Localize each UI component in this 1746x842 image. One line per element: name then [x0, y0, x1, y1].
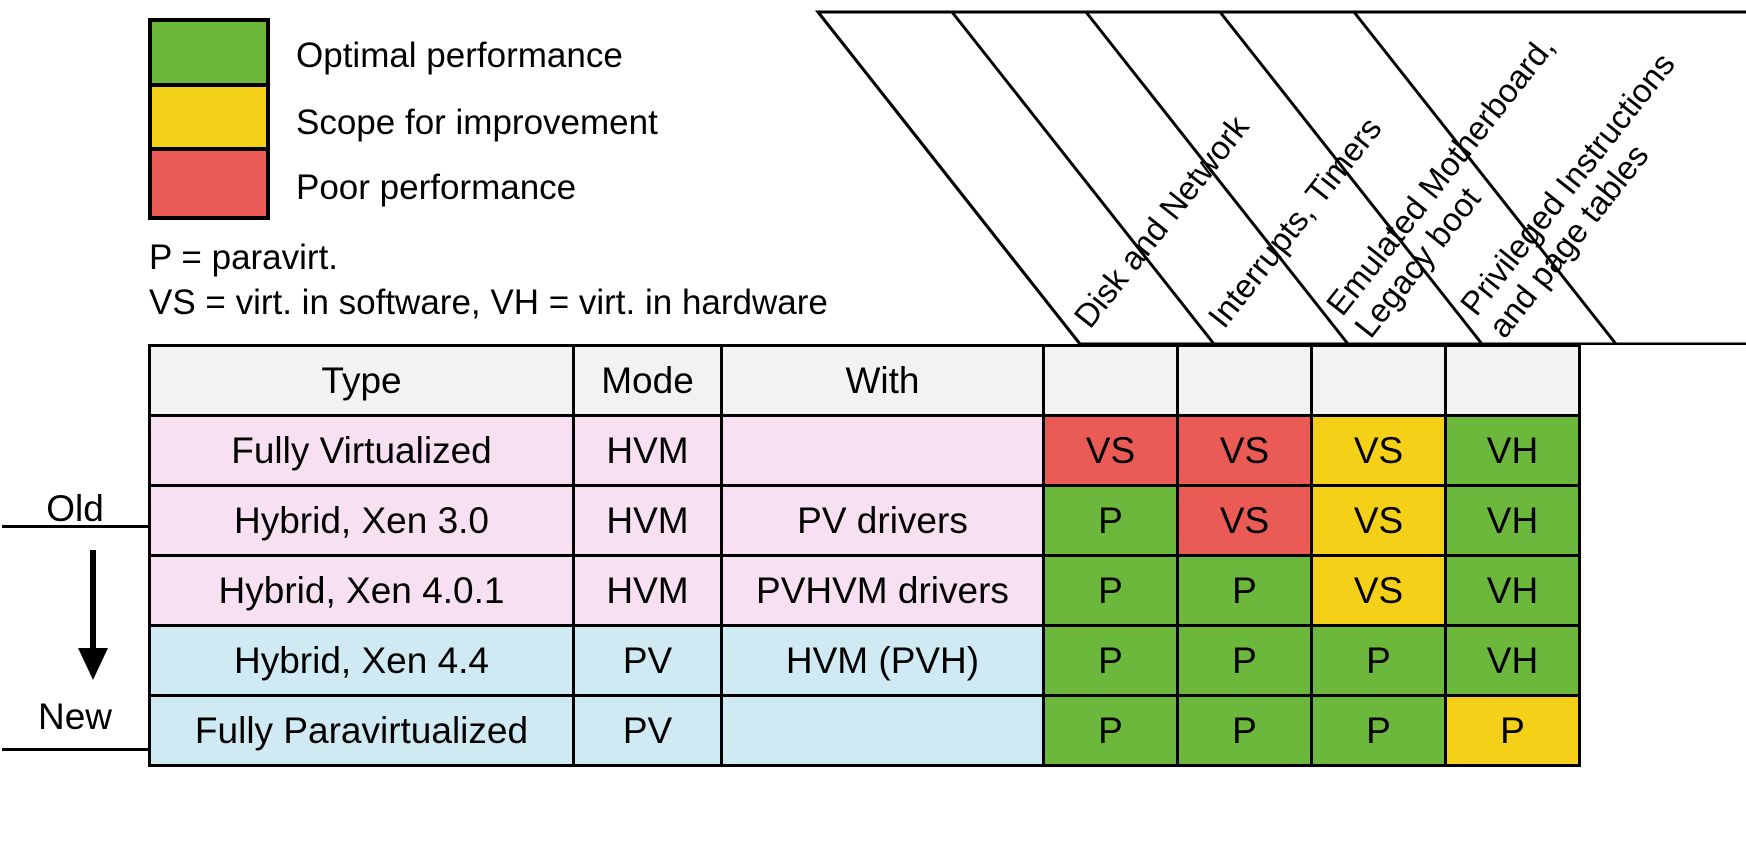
- header-cell-metric-3: [1310, 344, 1447, 417]
- down-arrow-icon: [78, 550, 108, 680]
- timeline-rule-bottom: [2, 748, 150, 751]
- cell-mode: PV: [572, 624, 723, 697]
- key-line-virt: VS = virt. in software, VH = virt. in ha…: [149, 282, 828, 322]
- cell-with: PVHVM drivers: [720, 554, 1045, 627]
- header-cell-mode: Mode: [572, 344, 723, 417]
- cell-metric-1: VS: [1042, 414, 1179, 487]
- cell-metric-1: P: [1042, 694, 1179, 767]
- table-row: Fully Paravirtualized PV P P P P: [148, 694, 1581, 767]
- legend-swatch-poor: [152, 151, 266, 216]
- cell-with: [720, 414, 1045, 487]
- cell-with: PV drivers: [720, 484, 1045, 557]
- cell-mode: HVM: [572, 484, 723, 557]
- table-row: Fully Virtualized HVM VS VS VS VH: [148, 414, 1581, 487]
- header-cell-metric-1: [1042, 344, 1179, 417]
- cell-metric-1: P: [1042, 554, 1179, 627]
- cell-metric-4: VH: [1444, 484, 1581, 557]
- table-row: Hybrid, Xen 3.0 HVM PV drivers P VS VS V…: [148, 484, 1581, 557]
- header-cell-with: With: [720, 344, 1045, 417]
- cell-metric-3: VS: [1310, 484, 1447, 557]
- cell-mode: HVM: [572, 414, 723, 487]
- table-row: Hybrid, Xen 4.0.1 HVM PVHVM drivers P P …: [148, 554, 1581, 627]
- table-row: Hybrid, Xen 4.4 PV HVM (PVH) P P P VH: [148, 624, 1581, 697]
- header-cell-type: Type: [148, 344, 575, 417]
- legend-label-optimal: Optimal performance: [296, 36, 623, 75]
- cell-metric-4: VH: [1444, 554, 1581, 627]
- key-line-paravirt: P = paravirt.: [149, 238, 339, 277]
- cell-type: Hybrid, Xen 3.0: [148, 484, 575, 557]
- legend-label-poor: Poor performance: [296, 168, 577, 207]
- legend-swatch-optimal: [152, 22, 266, 87]
- diagonal-header-3-line-2: Legacy boot: [1347, 180, 1487, 344]
- cell-metric-3: VS: [1310, 554, 1447, 627]
- cell-metric-4: VH: [1444, 414, 1581, 487]
- diagonal-header-4-line-1: Privileged Instructions: [1453, 46, 1682, 322]
- header-cell-metric-2: [1176, 344, 1313, 417]
- cell-mode: PV: [572, 694, 723, 767]
- cell-metric-1: P: [1042, 624, 1179, 697]
- timeline-label-old: Old: [46, 488, 104, 529]
- abbreviation-key: P = paravirt. VS = virt. in software, VH…: [149, 236, 828, 326]
- cell-type: Fully Paravirtualized: [148, 694, 575, 767]
- cell-type: Hybrid, Xen 4.4: [148, 624, 575, 697]
- timeline-rule-top: [2, 525, 150, 528]
- cell-mode: HVM: [572, 554, 723, 627]
- cell-metric-2: P: [1176, 554, 1313, 627]
- diagonal-header-3-line-1: Emulated Motherboard,: [1319, 28, 1562, 322]
- cell-type: Fully Virtualized: [148, 414, 575, 487]
- legend-label-scope: Scope for improvement: [296, 103, 658, 142]
- legend-swatch-scope: [152, 86, 266, 152]
- cell-metric-4: VH: [1444, 624, 1581, 697]
- virtualization-comparison-table: Type Mode With Fully Virtualized HVM VS …: [148, 344, 1581, 767]
- cell-metric-2: VS: [1176, 414, 1313, 487]
- cell-metric-2: P: [1176, 624, 1313, 697]
- cell-with: HVM (PVH): [720, 624, 1045, 697]
- diagonal-header-2-line-1: Interrupts, Timers: [1200, 110, 1388, 334]
- timeline-label-new: New: [37, 696, 113, 737]
- header-cell-metric-4: [1444, 344, 1581, 417]
- cell-metric-2: VS: [1176, 484, 1313, 557]
- cell-metric-1: P: [1042, 484, 1179, 557]
- cell-metric-3: VS: [1310, 414, 1447, 487]
- cell-metric-2: P: [1176, 694, 1313, 767]
- cell-with: [720, 694, 1045, 767]
- diagonal-header-4-line-2: and page tables: [1481, 137, 1656, 344]
- table-header-row: Type Mode With: [148, 344, 1581, 417]
- legend-swatch-group: [148, 18, 270, 220]
- cell-type: Hybrid, Xen 4.0.1: [148, 554, 575, 627]
- cell-metric-4: P: [1444, 694, 1581, 767]
- diagonal-header-1-line-1: Disk and Network: [1066, 108, 1256, 334]
- cell-metric-3: P: [1310, 694, 1447, 767]
- cell-metric-3: P: [1310, 624, 1447, 697]
